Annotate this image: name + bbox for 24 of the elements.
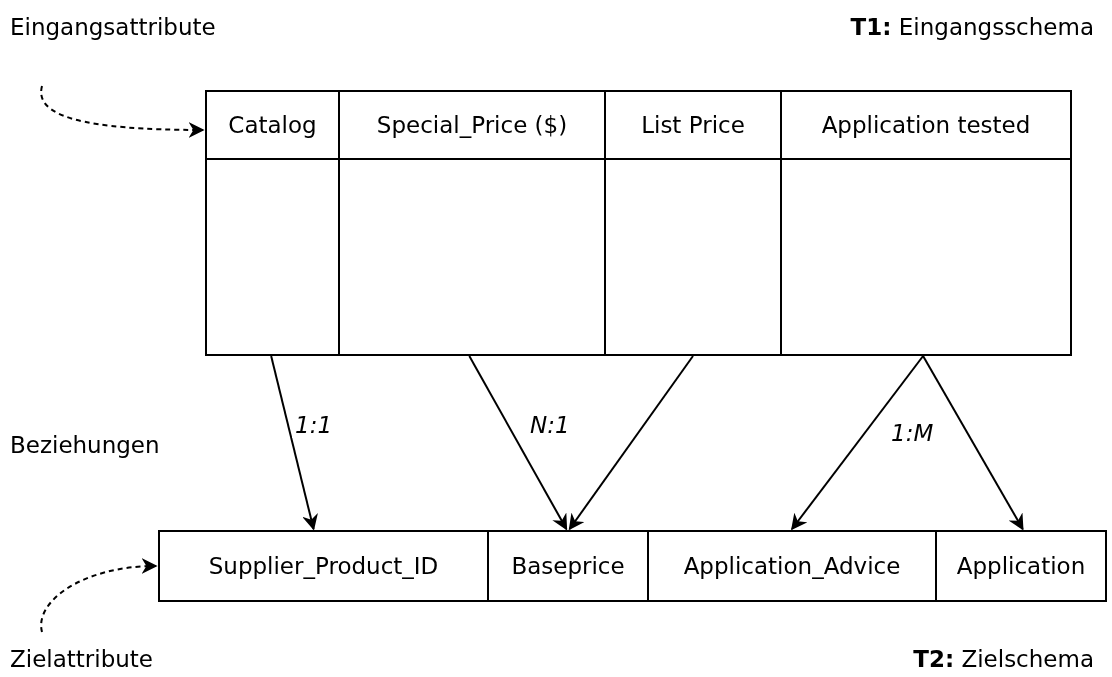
arrow <box>468 355 568 531</box>
column-header: Application tested <box>821 112 1031 138</box>
attribute-cell: Supplier_Product_ID <box>158 530 489 602</box>
dashed-arrow <box>40 85 205 138</box>
column-header: List Price <box>641 112 745 138</box>
table-column <box>780 90 1072 356</box>
table-column <box>604 90 782 356</box>
dashed-arrow <box>40 558 158 633</box>
arrow <box>270 355 318 531</box>
annotation-text: Eingangsattribute <box>10 14 216 40</box>
annotation-text: Beziehungen <box>10 432 160 458</box>
arrow <box>568 355 694 531</box>
table-column <box>338 90 606 356</box>
attribute-cell: Application <box>935 530 1107 602</box>
schema-title: T2: Zielschema <box>913 646 1094 672</box>
annotation-text: Zielattribute <box>10 646 153 672</box>
column-header: Special_Price ($) <box>376 112 568 138</box>
arrow <box>791 355 925 531</box>
arrow <box>922 355 1024 531</box>
table-column <box>205 90 340 356</box>
column-header: Catalog <box>228 112 317 138</box>
attribute-cell: Application_Advice <box>647 530 937 602</box>
attribute-cell: Baseprice <box>487 530 649 602</box>
schema-title: T1: Eingangsschema <box>850 14 1094 40</box>
